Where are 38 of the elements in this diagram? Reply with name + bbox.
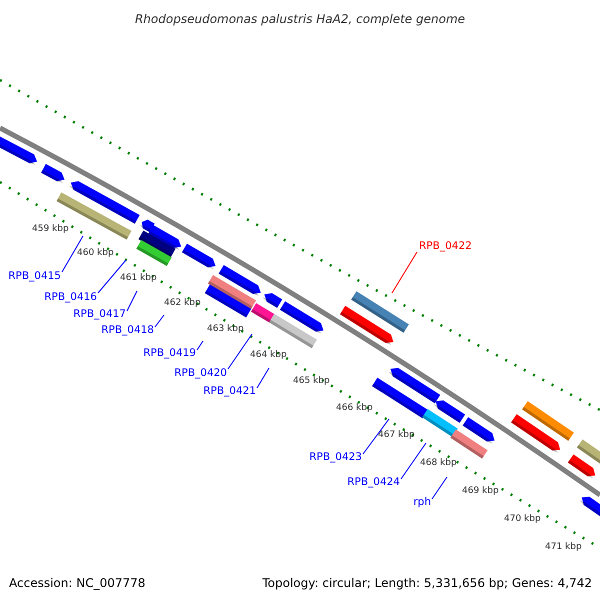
scale-label: 463 kbp <box>207 323 244 336</box>
scale-label: 470 kbp <box>504 513 541 526</box>
gene-label: RPB_0422 <box>419 240 472 252</box>
scale-label: 467 kbp <box>378 429 415 442</box>
gene-label: RPB_0415 <box>8 270 61 282</box>
scale-label: 466 kbp <box>336 402 373 415</box>
leader-line <box>196 340 204 350</box>
scale-label: 462 kbp <box>164 297 201 310</box>
gene-label: RPB_0424 <box>347 476 400 488</box>
gene-label: RPB_0417 <box>73 308 126 320</box>
leader-line <box>392 252 418 294</box>
leader-line <box>228 334 252 370</box>
gene-label: rph <box>413 496 431 508</box>
gene-label: RPB_0419 <box>143 347 196 359</box>
title: Rhodopseudomonas palustris HaA2, complete genome <box>134 11 466 28</box>
scale-label: 469 kbp <box>462 485 499 498</box>
leader-line <box>98 260 126 294</box>
leader-line <box>432 476 448 500</box>
scale-label: 459 kbp <box>32 223 69 236</box>
leader-line <box>126 290 138 312</box>
footer-text: Accession: NC_007778 <box>9 575 146 592</box>
footer-text: Topology: circular; Length: 5,331,656 bp; Genes: 4,742 <box>262 575 592 592</box>
gene-label: RPB_0416 <box>44 291 97 303</box>
leader-line <box>400 442 426 480</box>
gene-label: RPB_0418 <box>101 324 154 336</box>
scale-label: 461 kbp <box>120 272 157 285</box>
gene-label: RPB_0420 <box>174 367 227 379</box>
scale-label: 471 kbp <box>545 541 582 554</box>
scale-label: 465 kbp <box>293 375 330 388</box>
scale-label: 464 kbp <box>250 349 287 362</box>
scale-label: 468 kbp <box>420 457 457 470</box>
gene-label: RPB_0423 <box>309 451 362 463</box>
leader-line <box>256 368 270 388</box>
gene-label: RPB_0421 <box>203 385 256 397</box>
leader-line <box>362 418 390 454</box>
leader-line <box>154 314 164 328</box>
scale-label: 460 kbp <box>77 247 114 260</box>
leader-line <box>62 236 84 272</box>
